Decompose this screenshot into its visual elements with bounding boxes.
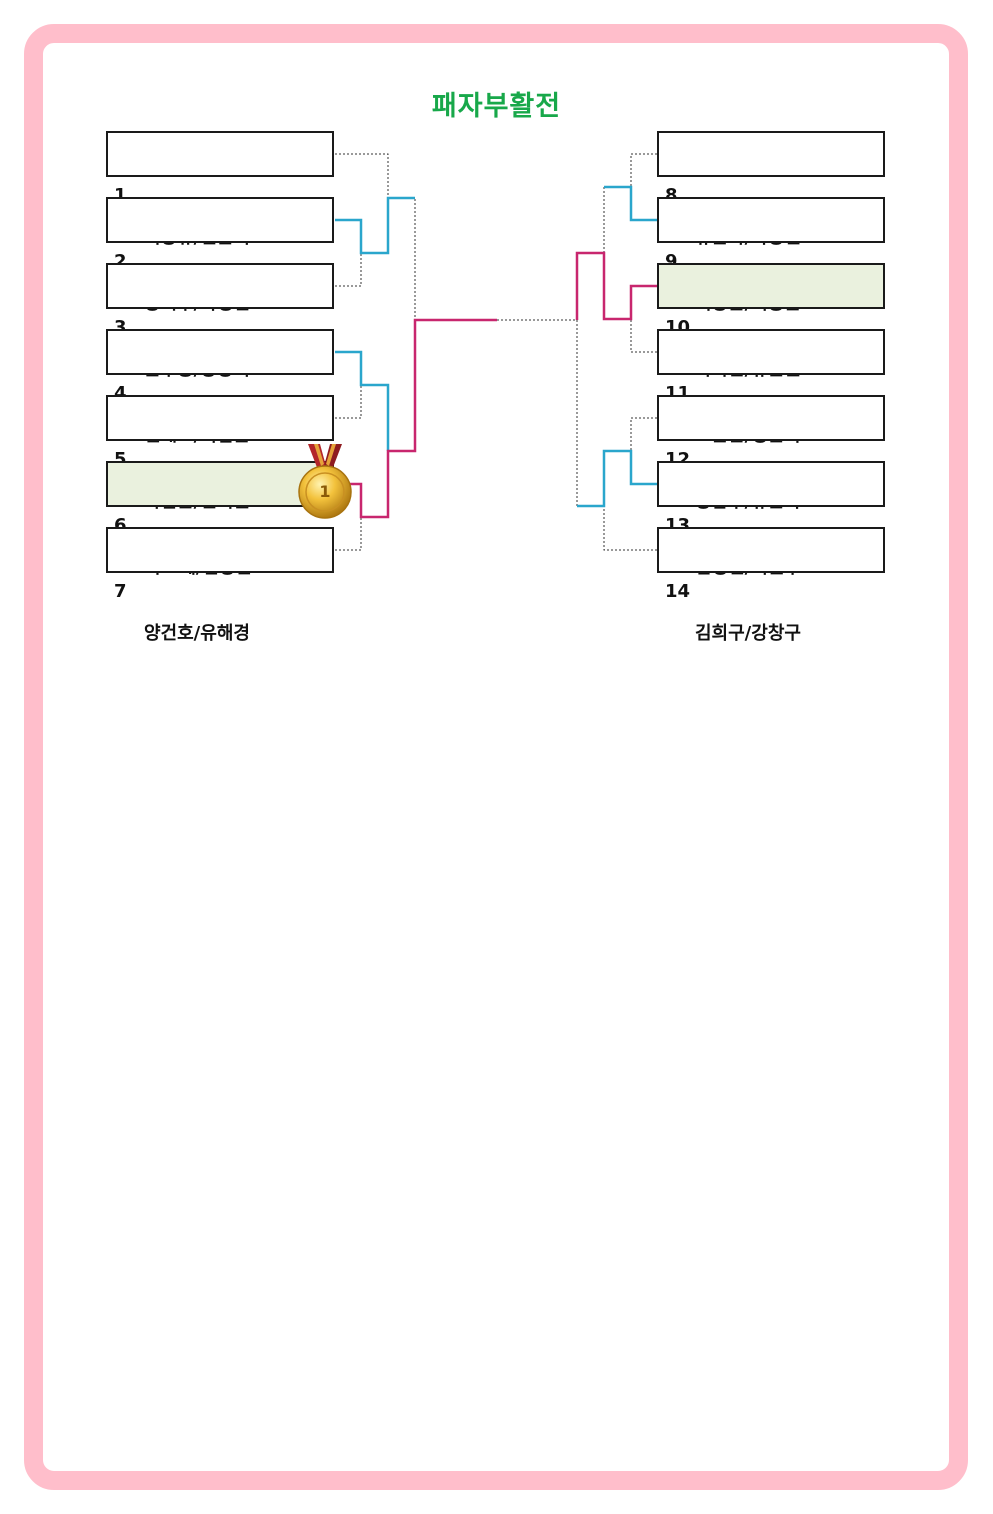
bracket-entry-4: 4 신태노/이범준 xyxy=(106,329,334,446)
bracket-entry-14: 14 김희구/강창구 xyxy=(657,527,885,644)
entry-name: 김희구/강창구 xyxy=(695,623,801,644)
bracket-lines-blue xyxy=(335,185,657,508)
medal-label: 1 xyxy=(319,482,330,501)
bracket-entry-7: 7 양건호/유해경 xyxy=(106,527,334,644)
page-title: 패자부활전 xyxy=(431,91,562,122)
gold-medal-icon: 1 xyxy=(298,444,352,519)
entry-name: 양건호/유해경 xyxy=(144,623,250,644)
entry-number: 14 xyxy=(665,581,691,602)
entry-number: 7 xyxy=(114,581,127,602)
bracket-lines-pending xyxy=(335,153,657,551)
bracket-lines-magenta xyxy=(335,251,657,519)
